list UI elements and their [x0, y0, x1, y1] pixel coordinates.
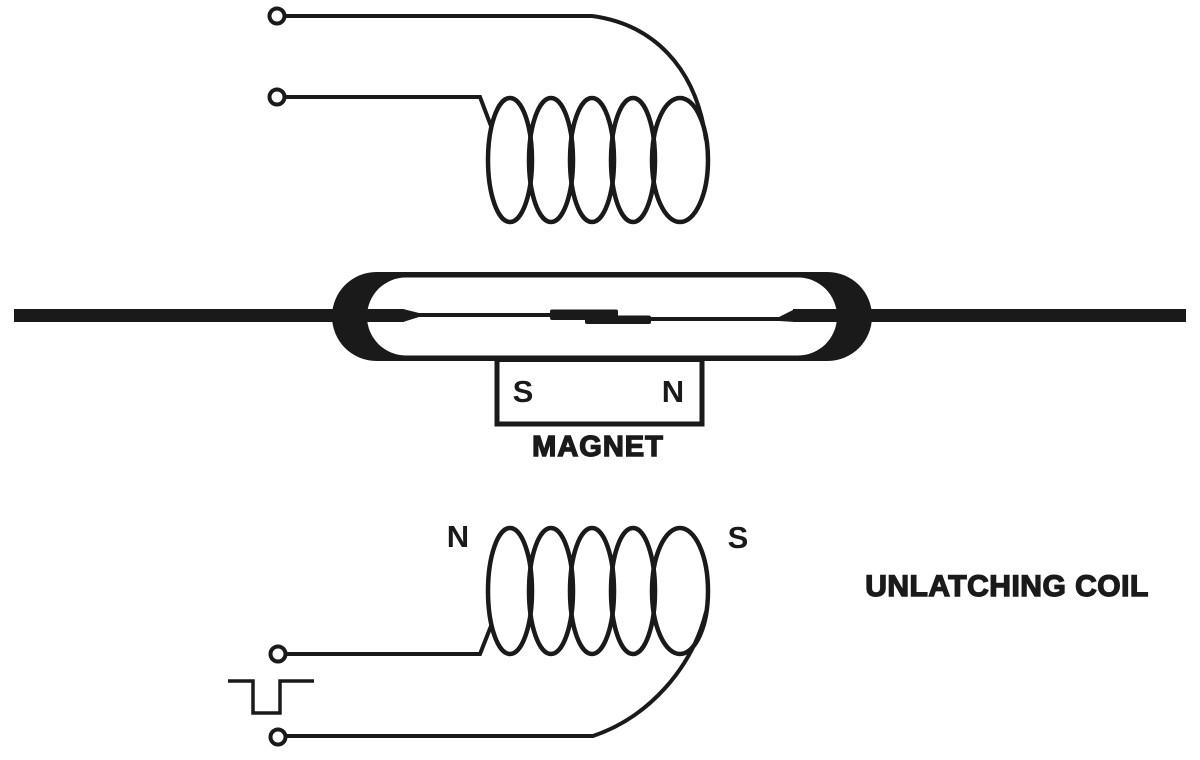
unlatching-coil-top-wire [286, 625, 493, 656]
reed-taper-right [779, 309, 795, 322]
pulse-waveform-icon [228, 679, 314, 715]
reed-lead-right [793, 309, 1186, 322]
coil-turn [485, 525, 535, 657]
coil-turn [608, 95, 658, 225]
latching-coil-winding [485, 95, 711, 225]
latching-coil [267, 6, 711, 225]
terminal-icon [268, 644, 288, 664]
reed-switch [14, 272, 1186, 361]
coil-turn [567, 525, 617, 657]
magnet-body [494, 357, 705, 427]
unlatching-coil-north-pole-label: N [447, 519, 469, 554]
reed-lead-left [14, 309, 404, 322]
reed-taper-left [403, 309, 419, 322]
terminal-icon [267, 87, 287, 107]
unlatching-coil-south-pole-label: S [728, 520, 749, 555]
unlatching-coil-winding [485, 525, 711, 657]
reed-blade-left [418, 313, 558, 317]
coil-turn [649, 525, 711, 657]
coil-turn [567, 95, 617, 225]
unlatching-coil-caption: UNLATCHING COIL [865, 570, 1149, 603]
coil-turn [526, 525, 576, 657]
unlatching-coil-bottom-wire [286, 611, 708, 738]
reed-blade-right [649, 317, 779, 321]
reed-contact-right [585, 315, 651, 324]
coil-turn [649, 95, 711, 225]
coil-turn [485, 95, 535, 225]
terminal-icon [268, 727, 288, 747]
unlatching-coil: N S UNLATCHING COIL [228, 519, 1149, 747]
latching-coil-bottom-wire [285, 95, 493, 127]
latching-coil-top-wire [285, 14, 708, 141]
coil-turn [608, 525, 658, 657]
magnet-caption: MAGNET [532, 431, 664, 463]
magnet-south-pole-label: S [513, 374, 534, 409]
magnet-north-pole-label: N [662, 374, 684, 409]
coil-turn [526, 95, 576, 225]
terminal-icon [267, 6, 287, 26]
magnet: S N MAGNET [494, 357, 705, 464]
